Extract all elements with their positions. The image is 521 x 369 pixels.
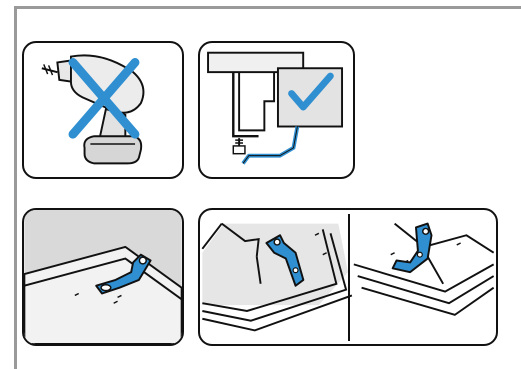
panel-divider bbox=[348, 214, 350, 341]
bracket-step-1 bbox=[202, 224, 352, 331]
panel-bracket-side-view bbox=[198, 41, 355, 179]
bracket-step-2 bbox=[352, 224, 494, 327]
page-frame-left bbox=[14, 6, 17, 369]
panel-bracket-attach-sequence bbox=[198, 208, 498, 346]
page-frame-top bbox=[14, 6, 521, 9]
cordless-drill-crossed-icon bbox=[24, 43, 182, 177]
panel-bracket-corner-detail bbox=[22, 208, 184, 346]
bracket-side-view-illustration bbox=[200, 43, 353, 177]
bracket-corner-illustration bbox=[24, 210, 182, 344]
panel-no-drill bbox=[22, 41, 184, 179]
